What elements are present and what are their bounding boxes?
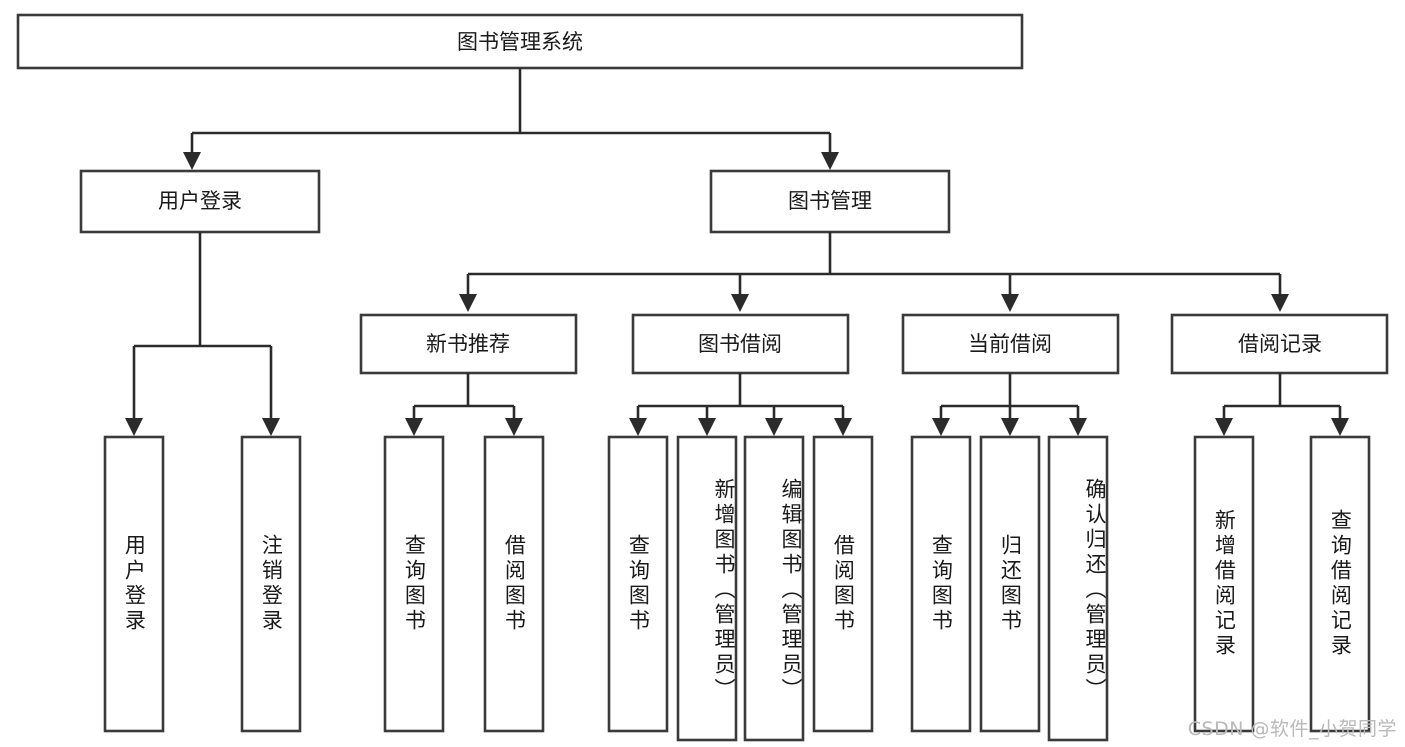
node-current-borrow-box — [901, 313, 1120, 375]
leaf-box-book-borrow-0[interactable] — [607, 435, 669, 733]
node-current-borrow-label: 当前借阅 — [968, 332, 1052, 356]
connector-current-borrow-to-leaves — [932, 373, 1087, 436]
leaf-box-current-borrow-2[interactable] — [1047, 435, 1109, 742]
node-root-box — [16, 13, 1024, 70]
csdn-watermark: CSDN @软件_小贺同学 — [1187, 718, 1397, 740]
leaf-box-new-book-0[interactable] — [383, 435, 445, 733]
node-borrow-record-label: 借阅记录 — [1238, 332, 1322, 356]
leaf-box-user-login-1[interactable] — [240, 435, 302, 733]
connector-root-to-level2 — [183, 68, 839, 170]
leaf-box-book-borrow-3[interactable] — [812, 435, 874, 733]
leaf-box-book-borrow-2[interactable] — [743, 435, 805, 742]
leaf-box-current-borrow-1[interactable] — [979, 435, 1041, 733]
leaf-box-borrow-record-1[interactable] — [1309, 435, 1371, 733]
leaf-box-user-login-0[interactable] — [103, 435, 165, 733]
leaf-box-borrow-record-0[interactable] — [1193, 435, 1255, 733]
node-user-login-box — [79, 169, 321, 234]
arrowhead-book-manage — [821, 152, 839, 170]
connector-borrow-record-to-leaves — [1215, 373, 1349, 436]
arrowhead-user-login — [183, 152, 201, 170]
leaf-box-current-borrow-0[interactable] — [910, 435, 972, 733]
node-book-borrow-label: 图书借阅 — [698, 332, 782, 356]
connector-new-book-recommend-to-leaves — [405, 373, 523, 436]
leaf-box-book-borrow-1[interactable] — [676, 435, 738, 742]
node-user-login-label: 用户登录 — [158, 189, 242, 213]
connector-book-manage-to-level3 — [459, 232, 1289, 312]
node-user-login[interactable]: 用户登录 — [79, 169, 321, 234]
node-book-borrow[interactable]: 图书借阅 — [631, 313, 850, 375]
node-current-borrow[interactable]: 当前借阅 — [901, 313, 1120, 375]
node-new-book-recommend-box — [359, 313, 578, 375]
node-root-label: 图书管理系统 — [457, 30, 583, 54]
connector-user-login-to-leaves — [125, 232, 280, 436]
node-borrow-record[interactable]: 借阅记录 — [1170, 313, 1389, 375]
node-book-manage-label: 图书管理 — [788, 189, 872, 213]
node-new-book-recommend[interactable]: 新书推荐 — [359, 313, 578, 375]
node-new-book-recommend-label: 新书推荐 — [426, 332, 510, 356]
node-root[interactable]: 图书管理系统 — [16, 13, 1024, 70]
node-book-manage[interactable]: 图书管理 — [709, 169, 951, 234]
connector-book-borrow-to-leaves — [629, 373, 852, 436]
leaf-box-new-book-1[interactable] — [483, 435, 545, 733]
